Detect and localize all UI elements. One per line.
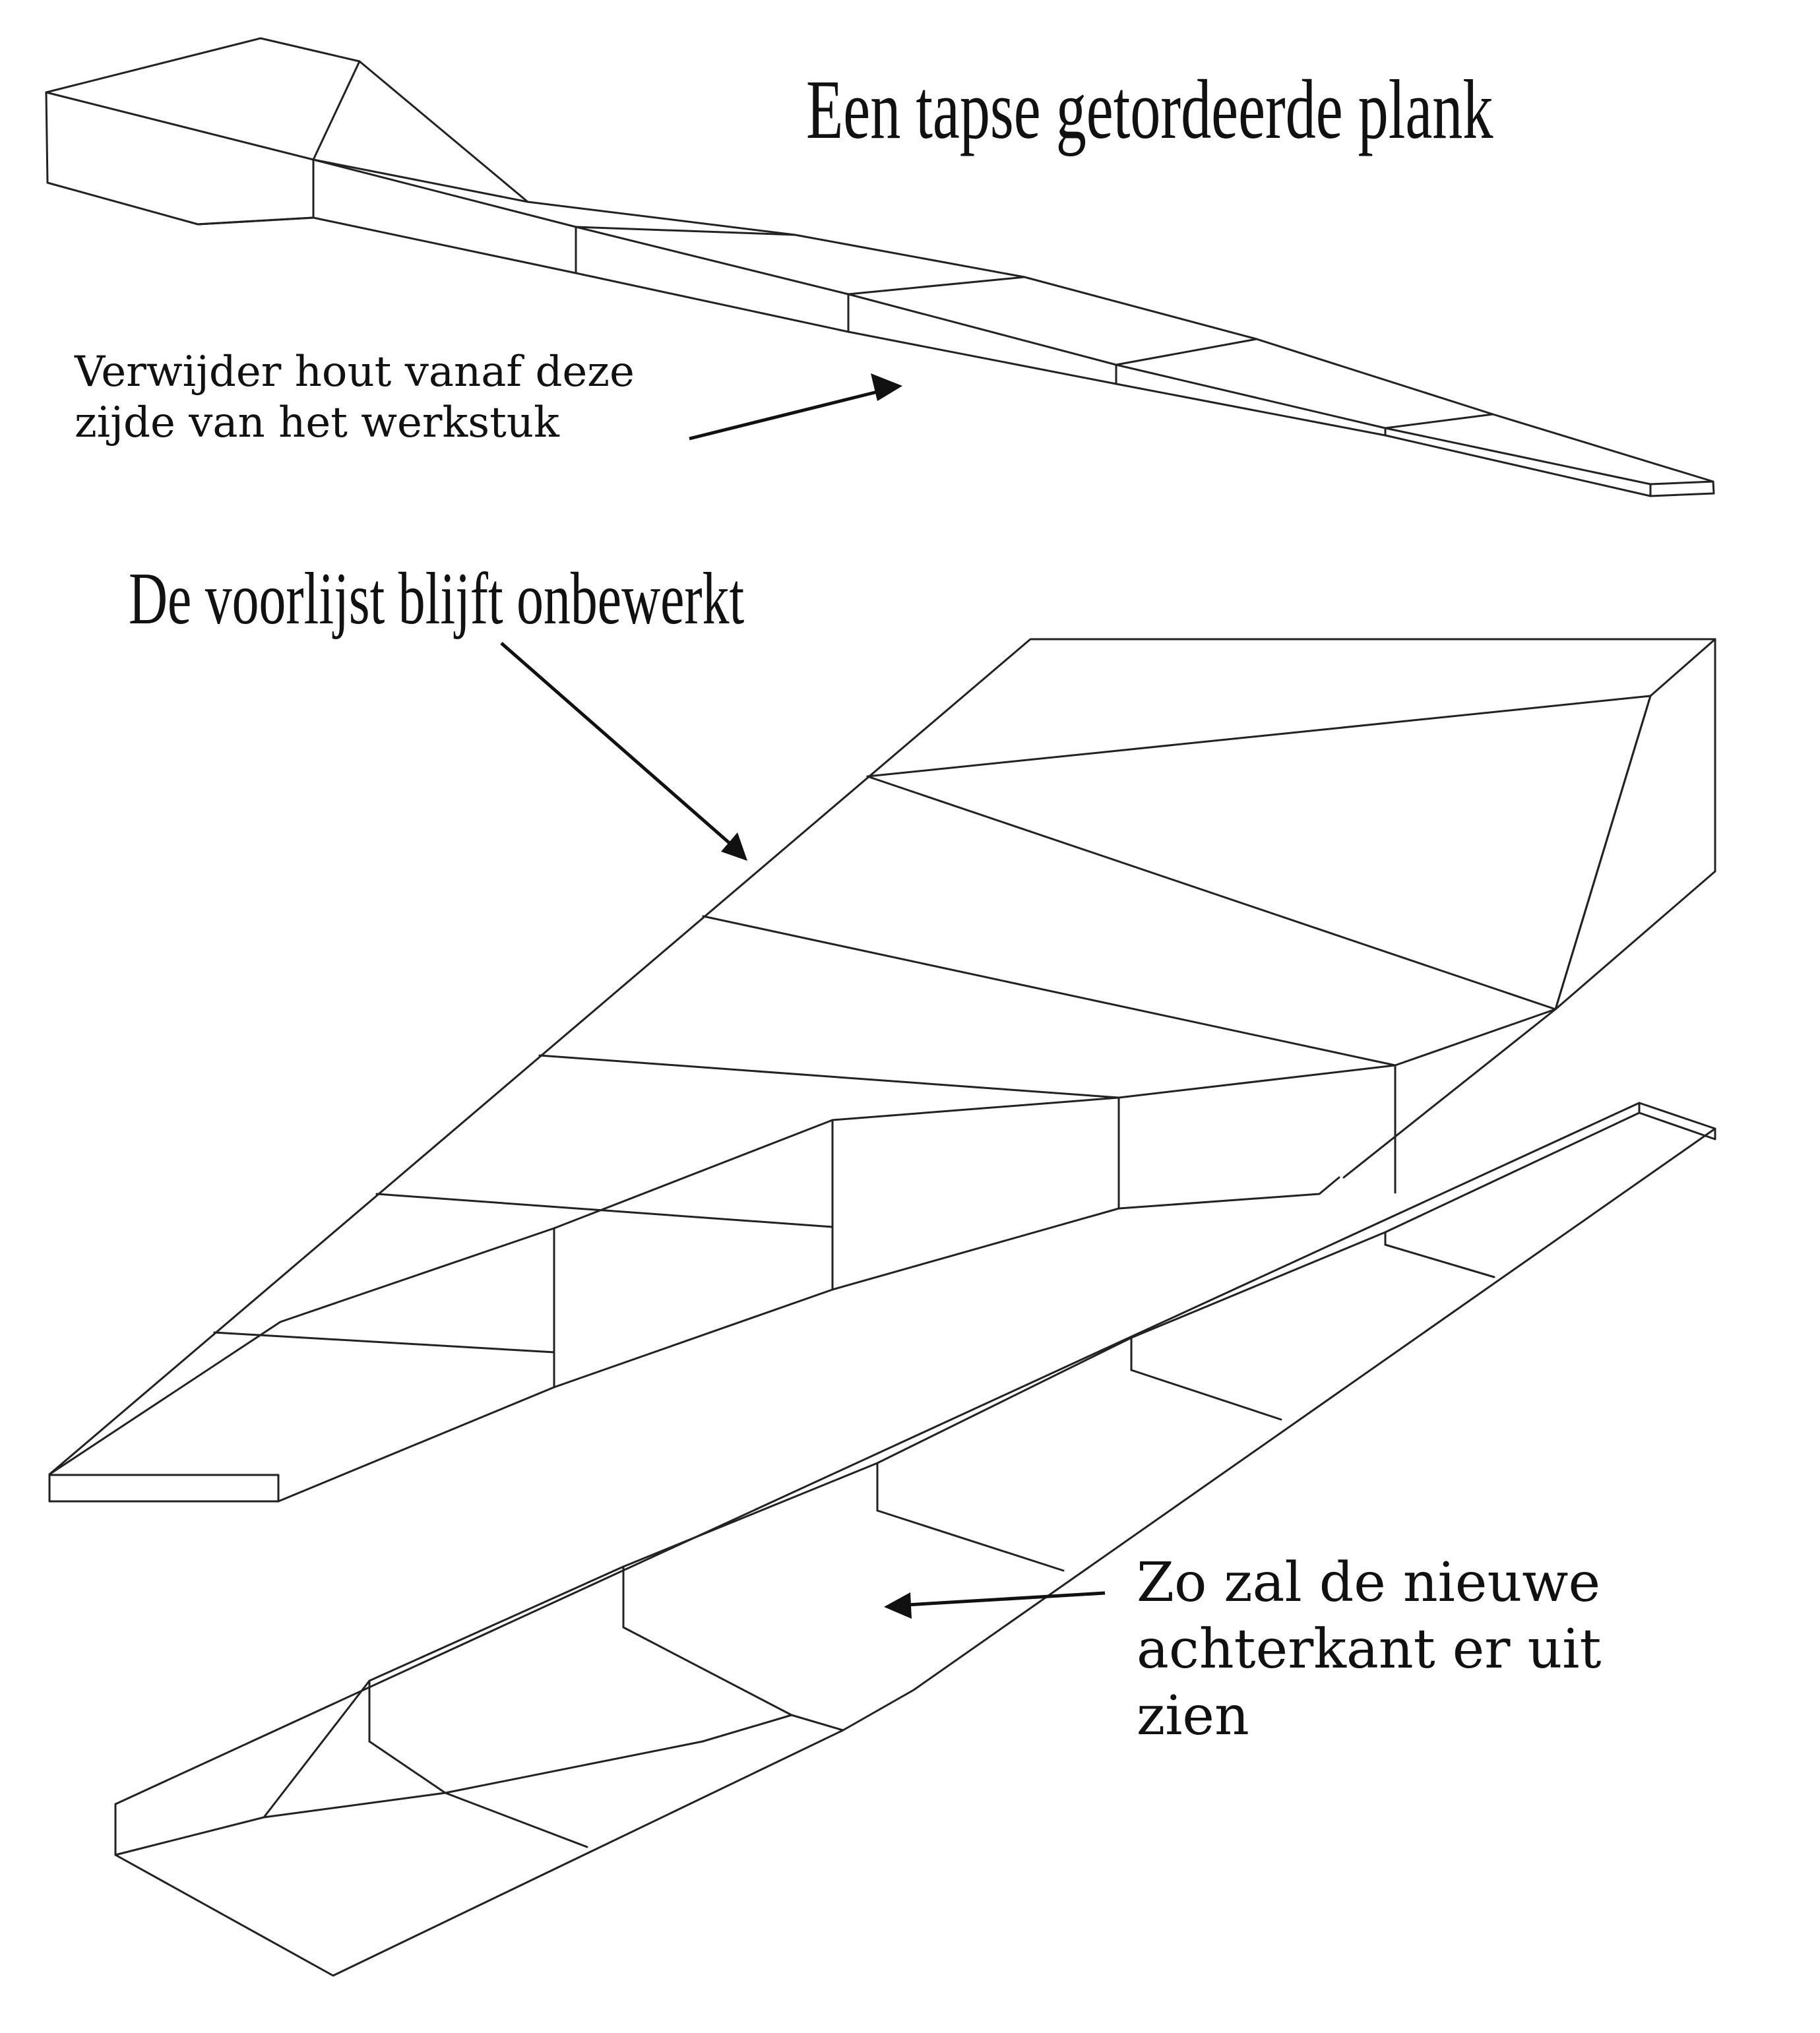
plank-top-end-face (45, 91, 315, 226)
plank-middle-front-lower (277, 1176, 1340, 1503)
arrow-new-back (884, 1591, 1106, 1619)
label-new-back-line-3: zien (1137, 1684, 1249, 1747)
plank-bottom-view (114, 1102, 1716, 1977)
plank-middle-top-face (48, 638, 1716, 1476)
label-remove-wood-line-2: zijde van het werkstuk (75, 398, 559, 447)
plank-bottom-thin-edge (1638, 1102, 1716, 1141)
plank-top-view (45, 37, 1715, 497)
diagram-title: Een tapse getordeerde plank (806, 63, 1493, 156)
label-new-back-line-2: achterkant er uit (1137, 1617, 1602, 1681)
plank-bottom-outline (114, 1102, 1716, 1977)
plank-middle-right-end (1554, 638, 1716, 1011)
plank-top-taper-upper (358, 60, 1715, 495)
label-remove-wood-line-1: Verwijder hout vanaf deze (75, 348, 635, 396)
label-new-back: Zo zal de nieuwe achterkant er uit zien (1137, 1550, 1602, 1750)
plank-middle-thickness (48, 1473, 280, 1503)
arrow-remove-wood (689, 373, 902, 441)
arrow-front-edge (500, 642, 747, 861)
label-remove-wood: Verwijder hout vanaf deze zijde van het … (75, 347, 635, 449)
label-new-back-line-1: Zo zal de nieuwe (1137, 1551, 1600, 1614)
plank-top-lower-edge (197, 216, 315, 226)
plank-top-taper-mid (312, 158, 529, 203)
plank-middle-view (48, 638, 1716, 1503)
plank-top-end-block (45, 37, 361, 161)
plank-bottom-inner-edge (114, 1111, 1641, 1856)
label-front-edge: De voorlijst blijft onbewerkt (129, 558, 745, 640)
